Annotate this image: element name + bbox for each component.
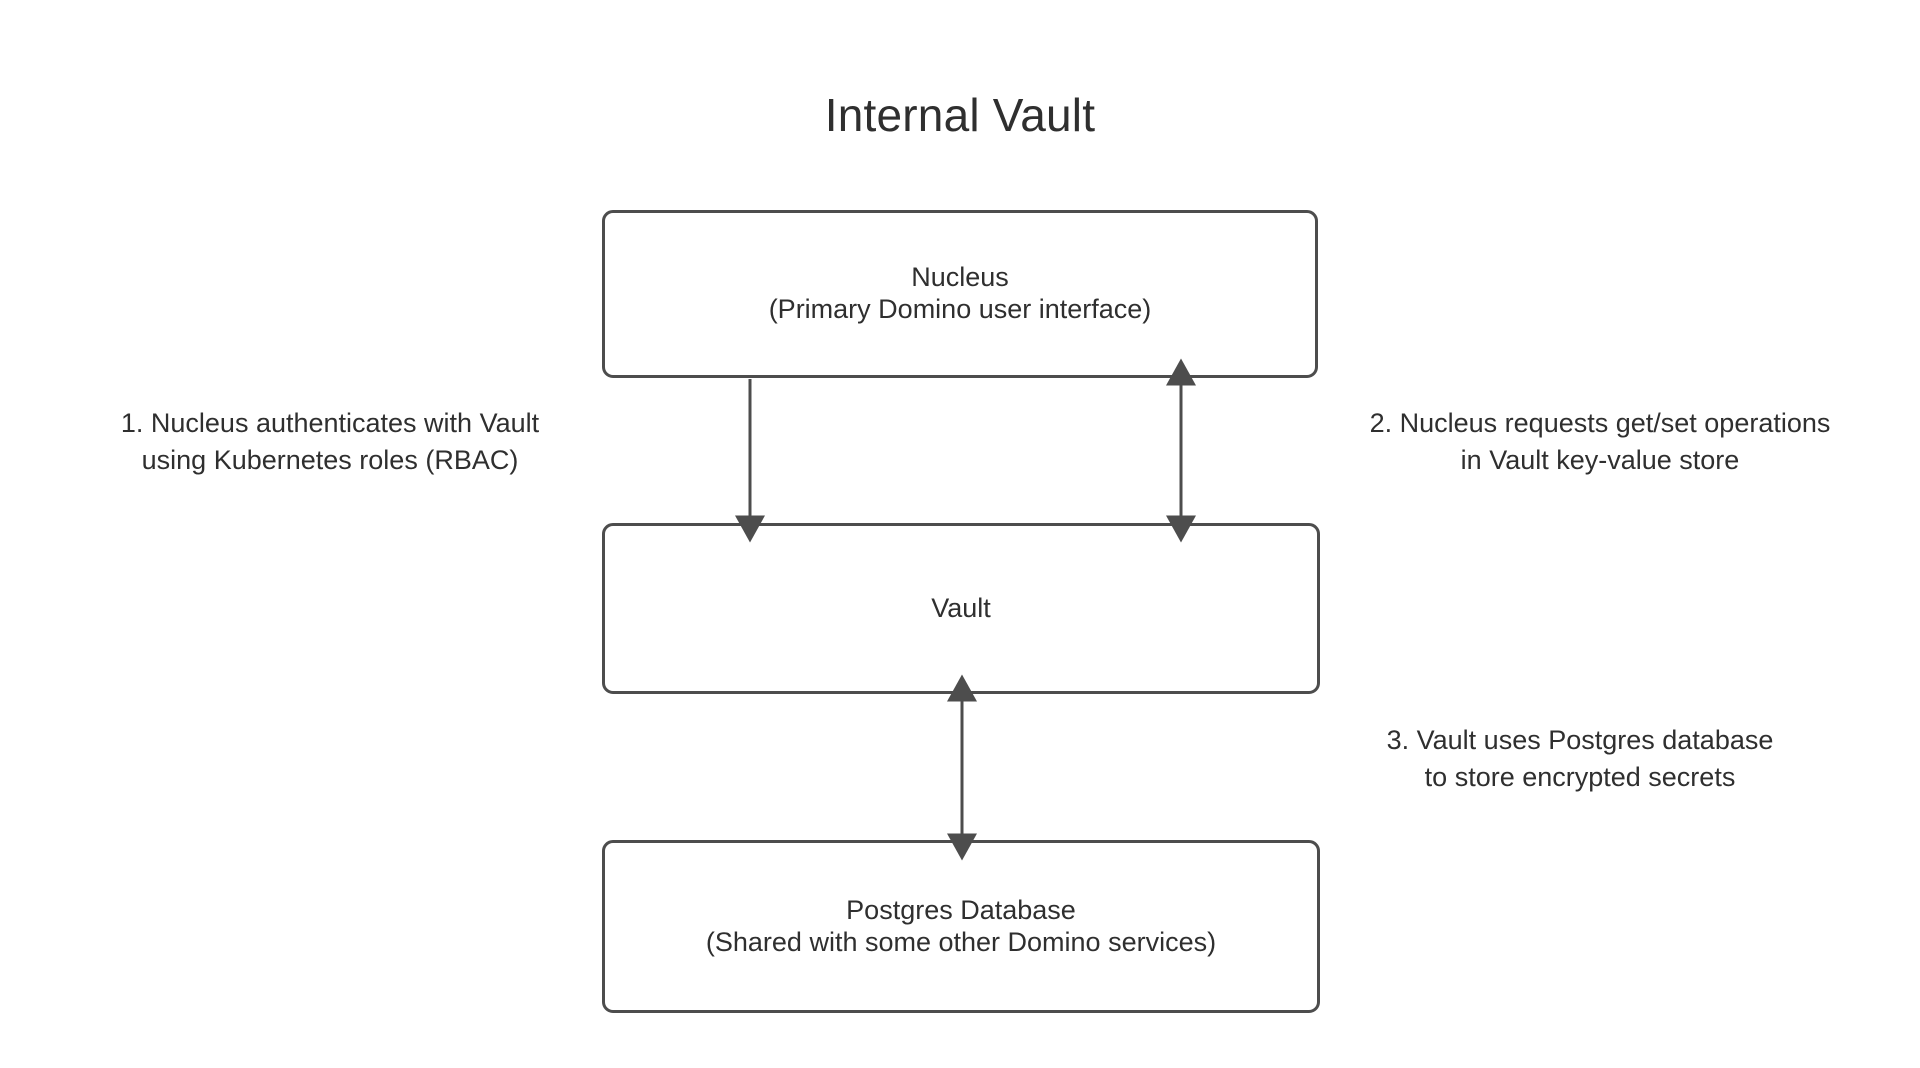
node-vault-title: Vault (931, 592, 991, 623)
annotation-3-line-1: 3. Vault uses Postgres database (1386, 725, 1774, 755)
annotation-1-line-1: 1. Nucleus authenticates with Vault (120, 408, 540, 438)
annotation-2-line-1: 2. Nucleus requests get/set operations (1369, 408, 1831, 438)
annotation-get-set-operations: 2. Nucleus requests get/set operations i… (1320, 405, 1880, 478)
node-postgres-title: Postgres Database (846, 894, 1076, 925)
node-nucleus[interactable]: Nucleus (Primary Domino user interface) (602, 210, 1318, 378)
annotation-2-line-2: in Vault key-value store (1460, 444, 1740, 475)
annotation-3-line-2: to store encrypted secrets (1424, 761, 1736, 792)
annotation-authenticates-with-vault: 1. Nucleus authenticates with Vault usin… (60, 405, 600, 478)
node-vault[interactable]: Vault (602, 523, 1320, 694)
node-postgres[interactable]: Postgres Database (Shared with some othe… (602, 840, 1320, 1013)
node-nucleus-title: Nucleus (911, 262, 1009, 293)
node-nucleus-subtitle: (Primary Domino user interface) (768, 294, 1152, 324)
annotation-postgres-encrypted-secrets: 3. Vault uses Postgres database to store… (1330, 722, 1830, 795)
node-postgres-subtitle: (Shared with some other Domino services) (705, 926, 1217, 957)
annotation-1-line-2: using Kubernetes roles (RBAC) (141, 444, 519, 475)
page-title: Internal Vault (824, 89, 1096, 141)
